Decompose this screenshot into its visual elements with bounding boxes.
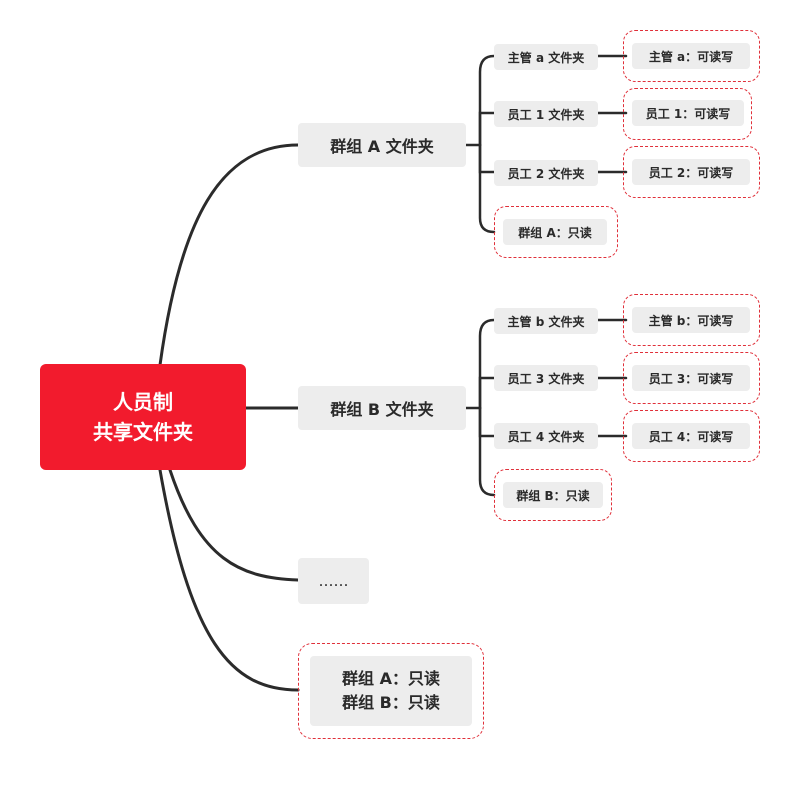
group-a-readonly-border — [494, 206, 618, 258]
group-b-child-3[interactable]: 员工 4 文件夹 — [494, 423, 598, 449]
group-b-readonly[interactable]: 群组 B：只读 — [503, 482, 603, 508]
more-node[interactable]: …… — [298, 558, 369, 604]
group-b-perm-2-border — [623, 352, 760, 404]
link-root-group-a — [158, 143, 300, 367]
summary-line-2: 群组 B：只读 — [342, 693, 440, 712]
group-a-perm-2-border — [623, 88, 752, 140]
group-b-perm-1[interactable]: 主管 b：可读写 — [632, 307, 750, 333]
group-b-perm-3[interactable]: 员工 4：可读写 — [632, 423, 750, 449]
group-a-child-2[interactable]: 员工 1 文件夹 — [494, 101, 598, 127]
root-title-line1: 人员制 — [113, 390, 173, 414]
link-root-more — [168, 468, 300, 582]
group-a-child-3[interactable]: 员工 2 文件夹 — [494, 160, 598, 186]
group-a-perm-1-border — [623, 30, 760, 82]
summary-node[interactable]: 群组 A：只读 群组 B：只读 — [310, 656, 472, 726]
root-title-line2: 共享文件夹 — [93, 420, 193, 444]
group-b-child-2[interactable]: 员工 3 文件夹 — [494, 365, 598, 391]
group-b-readonly-border — [494, 469, 612, 521]
group-a-perm-1[interactable]: 主管 a：可读写 — [632, 43, 750, 69]
group-a-child-1[interactable]: 主管 a 文件夹 — [494, 44, 598, 70]
group-a-folder[interactable]: 群组 A 文件夹 — [298, 123, 466, 167]
summary-border — [298, 643, 484, 739]
group-b-perm-1-border — [623, 294, 760, 346]
group-b-folder[interactable]: 群组 B 文件夹 — [298, 386, 466, 430]
group-b-perm-3-border — [623, 410, 760, 462]
group-a-readonly[interactable]: 群组 A：只读 — [503, 219, 607, 245]
group-a-perm-2[interactable]: 员工 1：可读写 — [632, 100, 744, 126]
root-node[interactable]: 人员制 共享文件夹 — [40, 364, 246, 470]
summary-line-1: 群组 A：只读 — [342, 669, 440, 688]
group-b-perm-2[interactable]: 员工 3：可读写 — [632, 365, 750, 391]
group-a-perm-3-border — [623, 146, 760, 198]
group-a-perm-3[interactable]: 员工 2：可读写 — [632, 159, 750, 185]
link-root-summary — [158, 468, 300, 692]
group-b-child-1[interactable]: 主管 b 文件夹 — [494, 308, 598, 334]
